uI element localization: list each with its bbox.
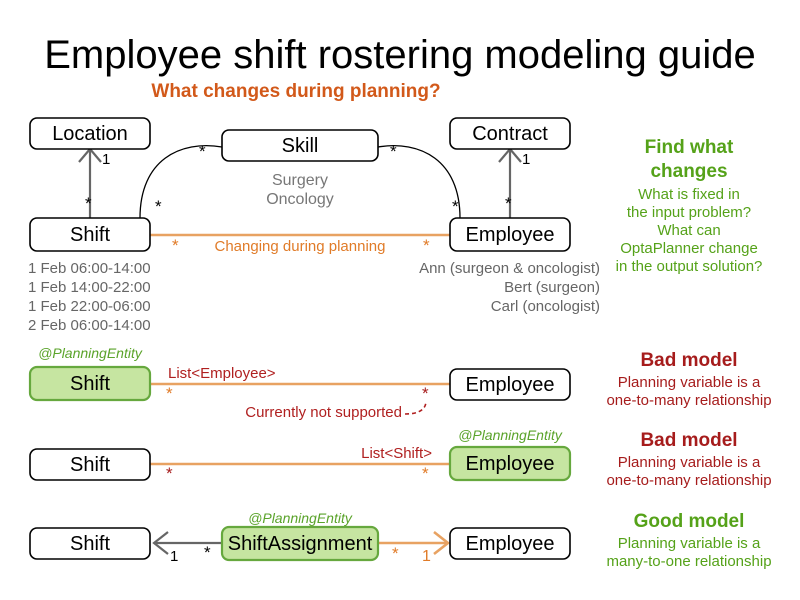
entity-box-contract[interactable]: Contract — [449, 117, 571, 150]
row2-entity-box-shift[interactable]: Shift — [29, 448, 151, 481]
mult-employee-to-skill: * — [452, 197, 459, 216]
page-subtitle: What changes during planning? — [151, 81, 440, 102]
entity-box-shift[interactable]: Shift — [29, 217, 151, 252]
skill-box-shape — [221, 129, 379, 162]
row1-note: Currently not supported — [245, 404, 402, 421]
shift-instance: 2 Feb 06:00-14:00 — [28, 317, 151, 334]
employee-box-label: Employee — [466, 224, 555, 246]
row2-employee-box-shape — [448, 445, 572, 482]
mult-shift-to-skill: * — [155, 197, 162, 216]
row2-link-label: List<Shift> — [361, 445, 432, 462]
planning-link-label: Changing during planning — [215, 238, 386, 255]
row1-planning-entity-annotation: @PlanningEntity — [38, 345, 143, 361]
row1-employee-box-shape — [449, 368, 571, 401]
find-changes-body: in the output solution? — [616, 258, 763, 275]
arc-employee-skill — [377, 145, 461, 219]
row2-right-mult: * — [422, 464, 429, 483]
employee-instance: Ann (surgeon & oncologist) — [419, 260, 600, 277]
row1-entity-box-employee[interactable]: Employee — [449, 368, 571, 401]
row3-entity-box-employee[interactable]: Employee — [449, 527, 571, 560]
location-box-shape — [29, 117, 151, 150]
page-title: Employee shift rostering modeling guide — [44, 33, 756, 77]
row1-note-leader — [404, 400, 427, 415]
row3-shift-assignment-box-shape — [220, 525, 380, 562]
mult-shift-to-employee: * — [172, 236, 179, 255]
location-box-label: Location — [52, 123, 128, 145]
find-changes-heading: changes — [650, 161, 727, 182]
mult-employee-to-shift: * — [423, 236, 430, 255]
row2-left-mult: * — [166, 464, 173, 483]
good-model-body: many-to-one relationship — [606, 553, 771, 570]
employee-instance: Bert (surgeon) — [504, 279, 600, 296]
mult-location-one: 1 — [102, 151, 110, 168]
row2-entity-box-employee[interactable]: Employee — [448, 445, 572, 482]
side-note-bad-model-2: Bad model Planning variable is a one-to-… — [606, 430, 771, 489]
find-changes-heading: Find what — [645, 137, 734, 158]
bad-model-1-body: one-to-many relationship — [606, 392, 771, 409]
mult-shift-to-location: * — [85, 194, 92, 213]
row3-left-mult-one: 1 — [170, 548, 178, 565]
mult-skill-left: * — [199, 142, 206, 161]
employee-box-shape — [449, 217, 571, 252]
mult-contract-one: 1 — [522, 151, 530, 168]
bad-model-1-body: Planning variable is a — [618, 374, 761, 391]
row3-planning-entity-annotation: @PlanningEntity — [248, 510, 353, 526]
row3-link-left — [152, 531, 222, 555]
shift-instance: 1 Feb 06:00-14:00 — [28, 260, 151, 277]
bad-model-2-body: one-to-many relationship — [606, 472, 771, 489]
contract-box-shape — [449, 117, 571, 150]
row3-shift-assignment-box-label: ShiftAssignment — [228, 533, 373, 555]
shift-instance: 1 Feb 22:00-06:00 — [28, 298, 151, 315]
row3-shift-box-shape — [29, 527, 151, 560]
mult-skill-right: * — [390, 142, 397, 161]
skill-instance: Surgery — [272, 172, 328, 189]
row3-entity-box-shift[interactable]: Shift — [29, 527, 151, 560]
shift-box-label: Shift — [70, 224, 110, 246]
find-changes-body: OptaPlanner change — [620, 240, 758, 257]
bad-model-1-heading: Bad model — [640, 350, 737, 371]
contract-box-label: Contract — [472, 123, 548, 145]
shift-instance: 1 Feb 14:00-22:00 — [28, 279, 151, 296]
row1-left-mult: * — [166, 384, 173, 403]
side-note-good-model: Good model Planning variable is a many-t… — [606, 511, 771, 570]
row3-right-mult-star: * — [392, 544, 399, 563]
entity-box-employee[interactable]: Employee — [449, 217, 571, 252]
skill-instance: Oncology — [266, 191, 334, 208]
row2-employee-box-label: Employee — [466, 453, 555, 475]
row1-shift-box-shape — [28, 365, 152, 402]
row3-link-right — [378, 530, 451, 556]
side-note-bad-model-1: Bad model Planning variable is a one-to-… — [606, 350, 771, 409]
row2-shift-box-label: Shift — [70, 454, 110, 476]
row2-planning-entity-annotation: @PlanningEntity — [458, 427, 563, 443]
row1-entity-box-shift[interactable]: Shift — [28, 365, 152, 402]
row1-shift-box-label: Shift — [70, 373, 110, 395]
shift-box-shape — [29, 217, 151, 252]
row3-shift-box-label: Shift — [70, 533, 110, 555]
good-model-body: Planning variable is a — [618, 535, 761, 552]
row3-employee-box-shape — [449, 527, 571, 560]
arc-shift-skill — [139, 145, 223, 219]
row1-employee-box-label: Employee — [466, 374, 555, 396]
bad-model-2-heading: Bad model — [640, 430, 737, 451]
row1-right-mult: * — [422, 384, 429, 403]
entity-box-skill[interactable]: Skill — [221, 129, 379, 162]
mult-employee-to-contract: * — [505, 194, 512, 213]
row3-employee-box-label: Employee — [466, 533, 555, 555]
find-changes-body: What can — [657, 222, 720, 239]
side-note-find-what-changes: Find what changes What is fixed in the i… — [616, 137, 763, 275]
row3-left-mult-star: * — [204, 543, 211, 562]
row3-right-mult-one: 1 — [422, 548, 431, 565]
employee-instance: Carl (oncologist) — [491, 298, 600, 315]
find-changes-body: What is fixed in — [638, 186, 740, 203]
find-changes-body: the input problem? — [627, 204, 751, 221]
bad-model-2-body: Planning variable is a — [618, 454, 761, 471]
row1-link-label: List<Employee> — [168, 365, 276, 382]
good-model-heading: Good model — [634, 511, 745, 532]
skill-box-label: Skill — [282, 135, 319, 157]
row3-entity-box-shift-assignment[interactable]: ShiftAssignment — [220, 525, 380, 562]
entity-box-location[interactable]: Location — [29, 117, 151, 150]
row2-shift-box-shape — [29, 448, 151, 481]
